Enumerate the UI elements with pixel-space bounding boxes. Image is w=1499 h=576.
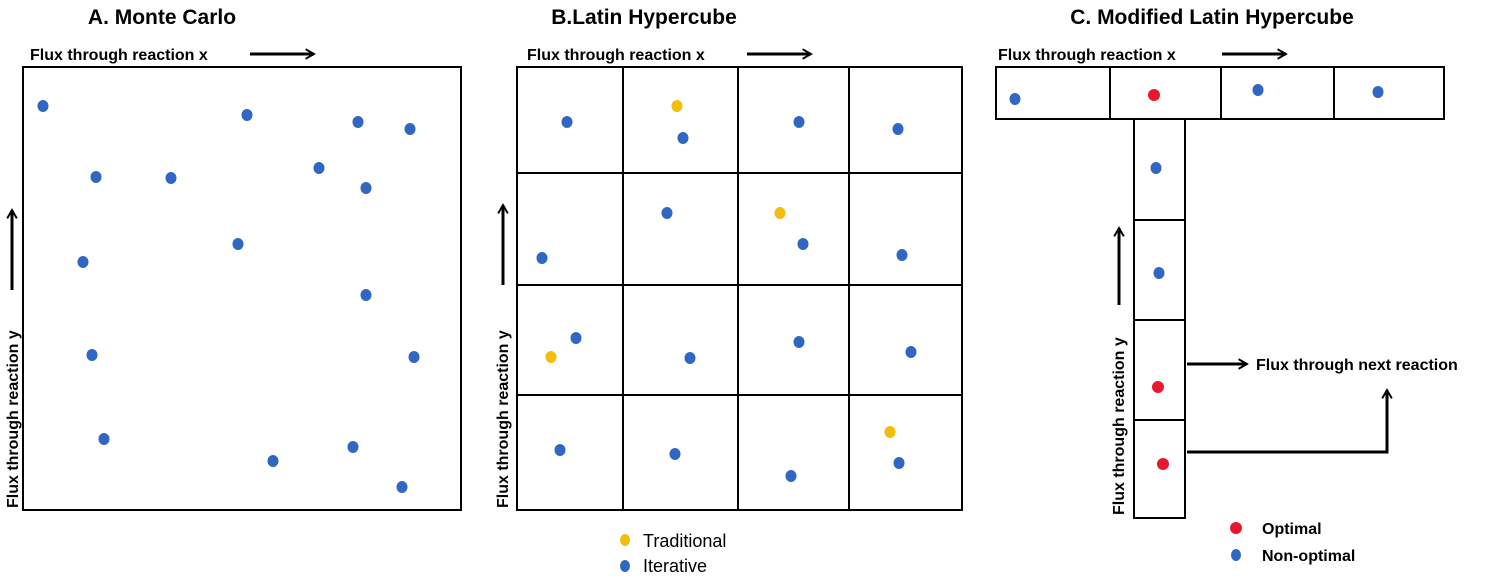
non-optimal-sample-point — [1009, 93, 1021, 105]
sample-point — [232, 238, 244, 250]
panel-c-y-axis-label: Flux through reaction y — [1111, 337, 1128, 515]
non-optimal-sample-point — [1153, 267, 1165, 279]
iterative-sample-point — [892, 123, 904, 135]
sample-point — [267, 455, 279, 467]
next-reaction-label: Flux through next reaction — [1256, 357, 1458, 374]
non-optimal-sample-point — [1150, 162, 1162, 174]
panel-a-monte-carlo: A. Monte Carlo Flux through reaction x F… — [5, 6, 462, 511]
iterative-sample-point — [905, 346, 917, 358]
next-reaction-connector-arrow — [1187, 388, 1393, 454]
iterative-sample-point — [669, 448, 681, 460]
optimal-sample-point — [1157, 458, 1169, 470]
sample-point — [165, 172, 177, 184]
sample-point — [37, 100, 49, 112]
legend-optimal-label: Optimal — [1262, 521, 1322, 538]
iterative-sample-point — [793, 336, 805, 348]
traditional-sample-point — [545, 351, 557, 363]
iterative-sample-point — [570, 332, 582, 344]
panel-a-title: A. Monte Carlo — [88, 6, 236, 29]
panel-c-row-cells — [995, 66, 1445, 120]
sample-point — [347, 441, 359, 453]
legend-iterative-label: Iterative — [643, 556, 707, 576]
legend-optimal-marker — [1230, 522, 1242, 534]
panel-c-modified-latin-hypercube: C. Modified Latin Hypercube Flux through… — [995, 6, 1458, 565]
iterative-sample-point — [554, 444, 566, 456]
iterative-sample-point — [536, 252, 548, 264]
panel-a-points — [37, 100, 420, 493]
panel-a-plot-area — [22, 66, 462, 511]
panel-b-points — [536, 100, 917, 482]
sample-point — [396, 481, 408, 493]
legend-traditional-marker — [620, 534, 630, 546]
sample-point — [86, 349, 98, 361]
sample-point — [408, 351, 420, 363]
iterative-sample-point — [896, 249, 908, 261]
panel-a-x-axis-label: Flux through reaction x — [30, 47, 208, 64]
traditional-sample-point — [671, 100, 683, 112]
panel-c-legend: Optimal Non-optimal — [1230, 521, 1355, 565]
traditional-sample-point — [774, 207, 786, 219]
panel-c-x-axis-label: Flux through reaction x — [998, 47, 1176, 64]
panel-c-column-cells — [1133, 118, 1186, 519]
traditional-sample-point — [884, 426, 896, 438]
sample-point — [360, 182, 372, 194]
iterative-sample-point — [785, 470, 797, 482]
sample-point — [90, 171, 102, 183]
sample-point — [360, 289, 372, 301]
panel-c-title: C. Modified Latin Hypercube — [1070, 6, 1354, 29]
iterative-sample-point — [797, 238, 809, 250]
panel-b-title: B.Latin Hypercube — [551, 6, 737, 29]
iterative-sample-point — [684, 352, 696, 364]
panel-b-y-axis-label: Flux through reaction y — [495, 330, 512, 508]
optimal-sample-point — [1148, 89, 1160, 101]
panel-c-points — [1009, 84, 1384, 470]
sample-point — [404, 123, 416, 135]
optimal-sample-point — [1152, 381, 1164, 393]
sample-point — [98, 433, 110, 445]
legend-traditional-label: Traditional — [643, 531, 726, 551]
sample-point — [241, 109, 253, 121]
iterative-sample-point — [793, 116, 805, 128]
legend-iterative-marker — [620, 560, 630, 572]
non-optimal-sample-point — [1372, 86, 1384, 98]
sample-point — [352, 116, 364, 128]
iterative-sample-point — [677, 132, 689, 144]
legend-non-optimal-marker — [1231, 549, 1241, 561]
panel-b-x-axis-label: Flux through reaction x — [527, 47, 705, 64]
panel-b-legend: Traditional Iterative — [620, 531, 726, 576]
iterative-sample-point — [561, 116, 573, 128]
non-optimal-sample-point — [1252, 84, 1264, 96]
panel-b-grid — [516, 66, 963, 511]
iterative-sample-point — [661, 207, 673, 219]
sample-point — [313, 162, 325, 174]
iterative-sample-point — [893, 457, 905, 469]
legend-non-optimal-label: Non-optimal — [1262, 548, 1355, 565]
sample-point — [77, 256, 89, 268]
panel-b-latin-hypercube: B.Latin Hypercube Flux through reaction … — [495, 6, 963, 576]
panel-a-y-axis-label: Flux through reaction y — [5, 330, 22, 508]
